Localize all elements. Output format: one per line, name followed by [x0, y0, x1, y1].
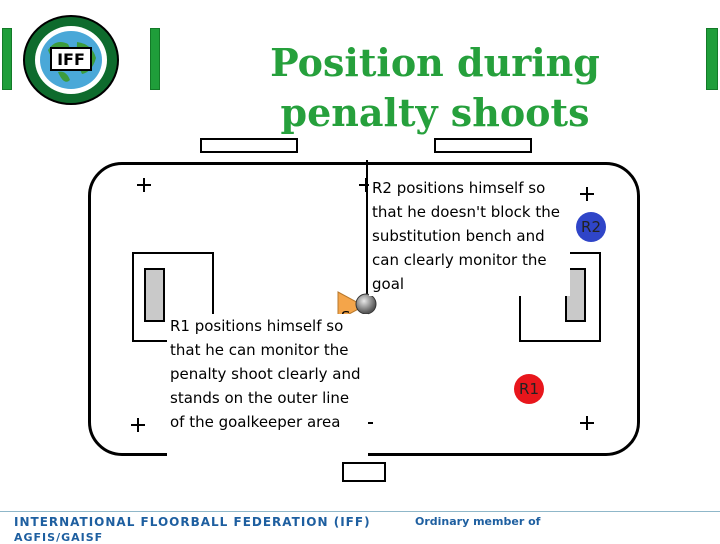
bench-top-right [434, 138, 532, 153]
faceoff-dot [580, 187, 594, 201]
faceoff-dot [131, 418, 145, 432]
iff-logo: IFF [22, 14, 120, 106]
goal-left [144, 268, 165, 322]
referee-1-marker: R1 [514, 374, 544, 404]
penalty-shooter-marker [337, 291, 366, 321]
footer-divider [0, 511, 720, 512]
bench-top-left [200, 138, 298, 153]
bench-bottom-center [342, 462, 386, 482]
referee-2-note: R2 positions himself so that he doesn't … [369, 176, 570, 296]
faceoff-dot [580, 416, 594, 430]
page-title: Position during penalty shoots [270, 40, 600, 135]
referee-1-note: R1 positions himself so that he can moni… [167, 314, 368, 456]
referee-2-marker: R2 [576, 212, 606, 242]
logo-accent-bar [150, 28, 160, 90]
ball [355, 293, 377, 315]
footer-membership-continued: AGFIS/GAISF [14, 531, 104, 544]
left-accent-bar [2, 28, 12, 90]
faceoff-dot [137, 178, 151, 192]
faceoff-dot [359, 178, 373, 192]
right-accent-bar [706, 28, 718, 90]
logo-text: IFF [57, 50, 85, 69]
footer-organization: INTERNATIONAL FLOORBALL FEDERATION (IFF) [14, 515, 371, 529]
footer-membership: Ordinary member of [415, 515, 541, 528]
